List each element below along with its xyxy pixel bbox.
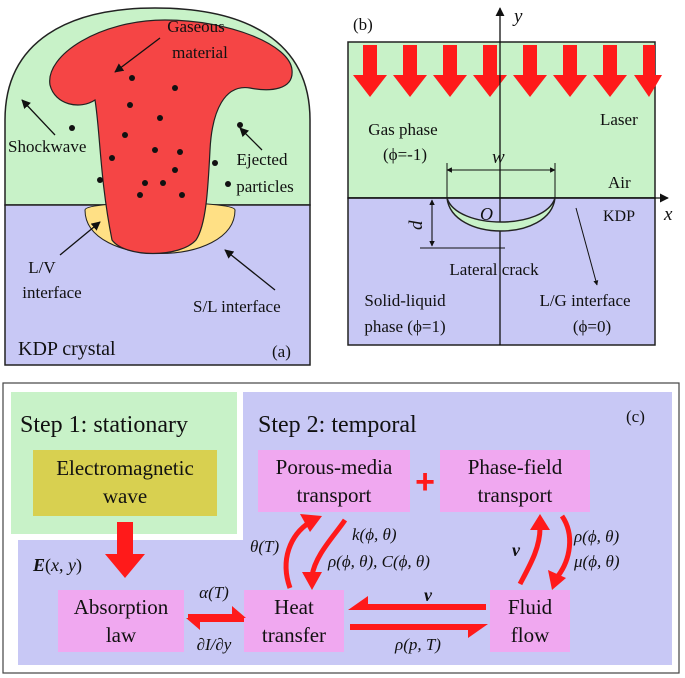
heat-label-1: Heat	[274, 595, 314, 619]
em-to-absorption-arrow	[105, 522, 145, 578]
shockwave-arrow	[21, 99, 56, 136]
solid-label-2: phase (ϕ=1)	[364, 317, 445, 336]
gaseous-plume	[49, 19, 293, 254]
heat-to-absorption-arrow	[186, 618, 244, 630]
solid-label-1: Solid-liquid	[364, 291, 446, 310]
fluid-label-1: Fluid	[508, 595, 553, 619]
ejected-arrow	[239, 127, 263, 151]
heat-label-2: transfer	[262, 623, 326, 647]
crack-label: Lateral crack	[449, 260, 539, 279]
phase-to-fluid-arrowhead	[548, 570, 566, 590]
sl-arrow	[224, 249, 276, 291]
phase-field-label-1: Phase-field	[468, 455, 563, 479]
rho-right-label: ρ(ϕ, θ)	[573, 527, 619, 546]
gas-label-2: (ϕ=-1)	[383, 145, 427, 164]
w-label: w	[492, 147, 505, 168]
ejected-label-2: particles	[236, 177, 294, 196]
fluid-to-heat-arrow	[348, 596, 486, 610]
porous-label-2: transport	[297, 483, 372, 507]
phase-field-box	[440, 450, 590, 512]
sl-label: S/L interface	[193, 297, 281, 316]
panel-b: y x w d O (b) Laser Gas phase (ϕ=-1) Air…	[347, 6, 673, 346]
v-mid-label: v	[424, 585, 433, 605]
porous-box	[258, 450, 410, 512]
plus-sign: +	[415, 463, 435, 501]
theta-label: θ(T)	[250, 537, 279, 556]
mu-right-label: μ(ϕ, θ)	[573, 552, 620, 571]
gaseous-label-1: Gaseous	[167, 17, 225, 36]
em-wave-label-2: wave	[103, 484, 147, 508]
panel-c: Step 1: stationary Step 2: temporal (c) …	[2, 382, 680, 674]
alpha-label: α(T)	[199, 583, 229, 602]
crystal-label: KDP crystal	[18, 338, 116, 360]
kdp-label: KDP	[603, 208, 635, 225]
v-right-label: v	[512, 540, 521, 560]
lg-label-2: (ϕ=0)	[573, 317, 611, 336]
lateral-crack	[446, 197, 556, 232]
exy-label: E(x, y)	[32, 555, 82, 576]
em-wave-label-1: Electromagnetic	[56, 456, 194, 480]
porous-to-heat-arrow	[309, 518, 348, 577]
panel-a-tag: (a)	[272, 342, 291, 361]
lv-label-2: interface	[22, 283, 81, 302]
lg-arrow	[575, 207, 599, 286]
phase-field-label-2: transport	[478, 483, 553, 507]
laser-label: Laser	[600, 110, 638, 129]
step2-title: Step 2: temporal	[258, 412, 417, 438]
lg-label-1: L/G interface	[539, 291, 630, 310]
phase-to-fluid-arrow	[555, 514, 573, 578]
rho-pt-label: ρ(p, T)	[394, 635, 441, 654]
heat-to-porous-arrowhead	[300, 514, 322, 532]
air-label: Air	[608, 173, 631, 192]
porous-label-1: Porous-media	[276, 455, 393, 479]
gaseous-arrow	[114, 37, 161, 73]
porous-to-heat-arrowhead	[302, 572, 322, 590]
panel-b-tag: (b)	[353, 15, 373, 34]
absorption-label-1: Absorption	[74, 595, 169, 619]
shockwave-label: Shockwave	[8, 137, 86, 156]
gaseous-label-2: material	[172, 43, 228, 62]
fluid-to-phase-arrow	[517, 527, 543, 586]
ejected-label-1: Ejected	[237, 150, 288, 169]
ejected-particles	[69, 75, 243, 198]
fluid-label-2: flow	[511, 623, 550, 647]
heat-to-porous-arrow	[283, 519, 312, 589]
absorption-to-heat-arrow	[188, 606, 246, 618]
fluid-to-phase-arrowhead	[530, 514, 550, 530]
absorption-label-2: law	[106, 623, 137, 647]
panel-c-tag: (c)	[626, 407, 645, 426]
absorption-box	[58, 590, 184, 652]
rho-c-label: ρ(ϕ, θ), C(ϕ, θ)	[327, 552, 430, 571]
heat-to-fluid-arrow	[350, 624, 488, 638]
step1-title: Step 1: stationary	[20, 412, 188, 438]
didy-label: ∂I/∂y	[197, 635, 232, 654]
lv-label-1: L/V	[28, 258, 56, 277]
fluid-flow-box	[490, 590, 570, 652]
laser-arrows	[353, 45, 662, 97]
d-label: d	[406, 220, 427, 230]
em-wave-box	[33, 450, 217, 516]
origin-label: O	[480, 204, 493, 224]
lv-arrow	[59, 221, 101, 256]
y-axis-label: y	[512, 6, 523, 27]
heat-transfer-box	[244, 590, 344, 652]
x-axis-label: x	[663, 204, 673, 225]
gas-label-1: Gas phase	[368, 120, 437, 139]
k-label: k(ϕ, θ)	[352, 525, 397, 544]
panel-a: Gaseous material Shockwave Ejected parti…	[4, 7, 311, 366]
